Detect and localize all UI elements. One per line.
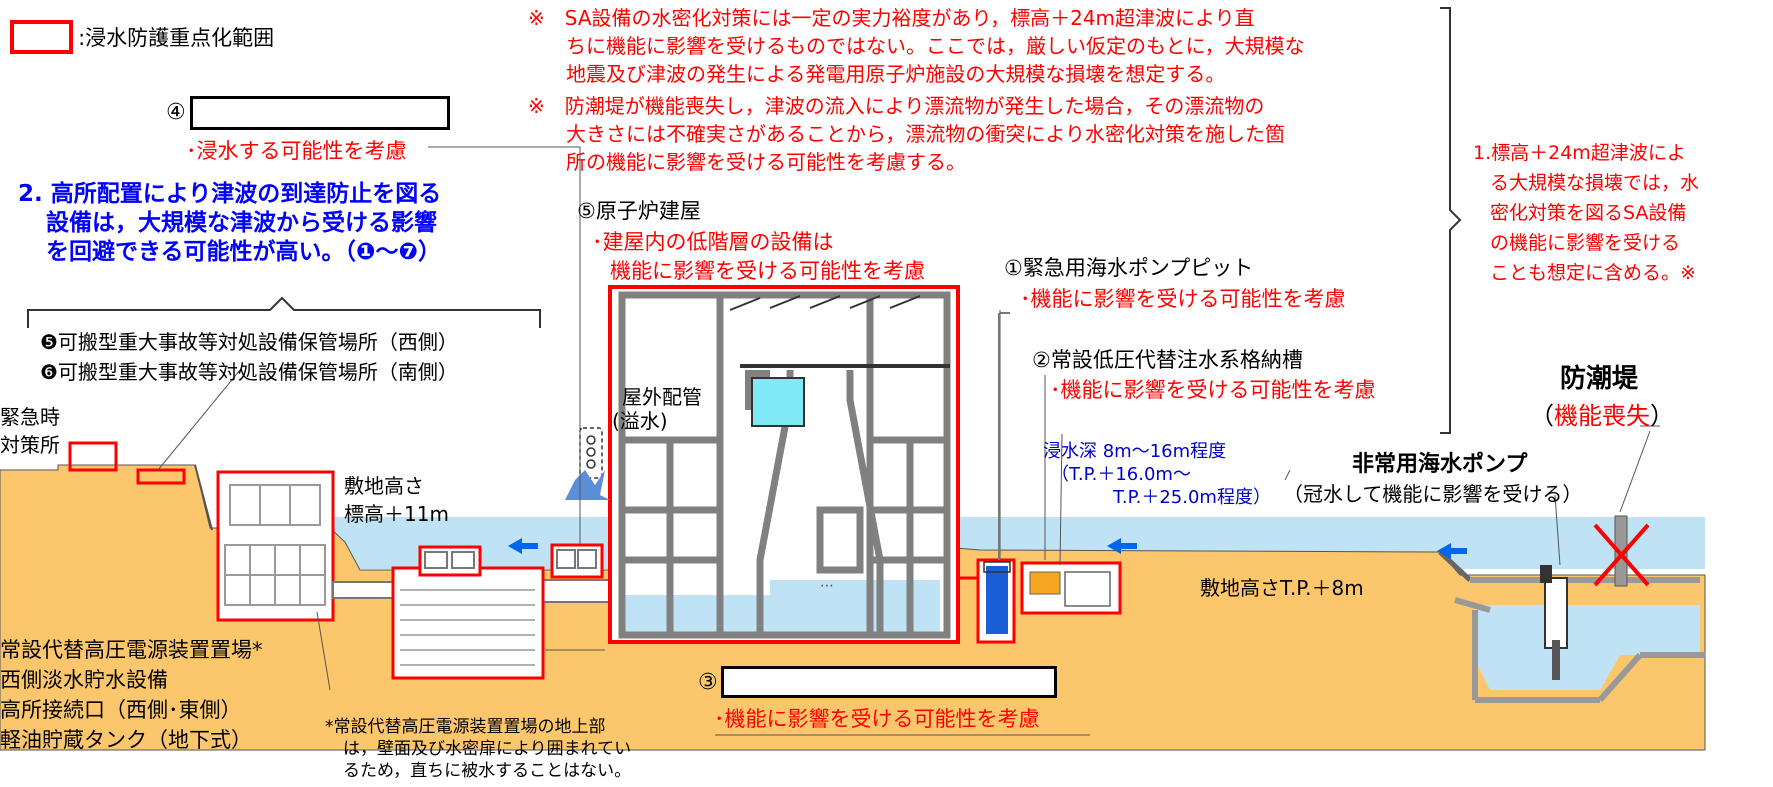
- sea-water-pump: [1544, 577, 1568, 649]
- pump-pit-consider: ･機能に影響を受ける可能性を考慮: [1020, 287, 1346, 311]
- emergency-pump-title: 非常用海水ポンプ: [1352, 452, 1528, 477]
- note-2-line: 大きさには不確実さがあることから，漂流物の衝突により水密化対策を施した箇: [566, 122, 1285, 146]
- right-note-line: 密化対策を図るSA設備: [1490, 202, 1687, 224]
- seawall-title: 防潮堤: [1560, 364, 1639, 394]
- emergency-line: 緊急時: [0, 405, 60, 429]
- bottom-left-line: 常設代替高圧電源装置置場*: [0, 638, 263, 662]
- site-height-left-line: 標高＋11m: [344, 502, 449, 526]
- bottom-left-list: 常設代替高圧電源装置置場* 西側淡水貯水設備 高所接続口（西側･東側） 軽油貯蔵…: [0, 635, 263, 755]
- site-height-left: 敷地高さ 標高＋11m: [344, 472, 449, 528]
- flood-depth-line: T.P.＋25.0m程度）: [1113, 487, 1271, 508]
- site-height-right: 敷地高さT.P.＋8m: [1200, 576, 1364, 600]
- flood-depth-line: （T.P.＋16.0m～: [1051, 464, 1191, 485]
- legend-swatch: [10, 20, 73, 54]
- footnote-line: は，壁面及び水密扉により囲まれてい: [343, 739, 632, 759]
- svg-text:⋯: ⋯: [820, 578, 834, 594]
- right-note-line: 1.標高＋24m超津波によ: [1473, 142, 1686, 164]
- item4-number: ④: [166, 100, 186, 125]
- outside-piping-box: [579, 427, 603, 479]
- item3-consider: ･機能に影響を受ける可能性を考慮: [714, 707, 1040, 731]
- storage-west: ❺可搬型重大事故等対処設備保管場所（西側）: [40, 330, 458, 354]
- legend: :浸水防護重点化範囲: [10, 20, 274, 54]
- seawall-close: ）: [1650, 402, 1674, 430]
- sea-pit: [1475, 605, 1700, 690]
- note-2-line: ※ 防潮堤が機能喪失し，津波の流入により漂流物が発生した場合，その漂流物の: [528, 94, 1265, 118]
- piping-label: 屋外配管 (溢水): [612, 385, 702, 433]
- note-1-line: 地震及び津波の発生による発電用原子炉施設の大規模な損壊を想定する。: [566, 62, 1226, 86]
- flow-arrow-icon: [1107, 538, 1137, 554]
- piping-line: (溢水): [612, 409, 668, 433]
- pump-pit-title: ①緊急用海水ポンプピット: [1004, 256, 1254, 280]
- point2-line: を回避できる可能性が高い。（❶～❼）: [46, 239, 441, 265]
- underground-tank: [391, 566, 545, 680]
- right-brace: [1440, 7, 1462, 434]
- item3-number: ③: [698, 670, 718, 695]
- bottom-left-line: 軽油貯蔵タンク（地下式）: [0, 728, 252, 752]
- seawall-status-text: 機能喪失: [1554, 402, 1650, 430]
- emergency-pump-sub: （冠水して機能に影響を受ける）: [1283, 482, 1583, 506]
- storage-list: ❺可搬型重大事故等対処設備保管場所（西側） ❻可搬型重大事故等対処設備保管場所（…: [40, 327, 458, 387]
- site-height-left-line: 敷地高さ: [344, 474, 424, 498]
- tank-title: ②常設低圧代替注水系格納槽: [1032, 348, 1303, 372]
- footnote: *常設代替高圧電源装置置場の地上部 は，壁面及び水密扉により囲まれてい るため，…: [325, 716, 631, 782]
- storage-west-box: [136, 468, 186, 485]
- item4-blank-box: [190, 96, 450, 130]
- right-note-line: の機能に影響を受ける: [1490, 232, 1681, 254]
- emergency-center-box: [68, 441, 118, 472]
- reactor-line1: ･建屋内の低階層の設備は: [592, 230, 834, 254]
- emergency-line: 対策所: [0, 433, 60, 457]
- item3-blank-box: [721, 666, 1057, 698]
- right-note-line: る大規模な損壊では，水: [1490, 172, 1700, 194]
- seawall-status: （機能喪失）: [1530, 396, 1674, 431]
- flood-depth: 浸水深 8m～16m程度 （T.P.＋16.0m～ T.P.＋25.0m程度）: [1043, 440, 1271, 509]
- note-1-line: ちに機能に影響を受けるものではない。ここでは，厳しい仮定のもとに，大規模な: [566, 34, 1305, 58]
- pipe-corridor: [332, 581, 394, 599]
- splash-icon: [565, 470, 610, 500]
- seawall-open: （: [1530, 402, 1554, 430]
- emergency-center-label: 緊急時 対策所: [0, 403, 60, 459]
- flow-arrow-icon: [1437, 543, 1467, 559]
- flow-arrow-icon: [508, 538, 538, 554]
- note-2: ※ 防潮堤が機能喪失し，津波の流入により漂流物が発生した場合，その漂流物の 大き…: [528, 92, 1285, 176]
- legend-label: :浸水防護重点化範囲: [78, 26, 275, 50]
- note-1: ※ SA設備の水密化対策には一定の実力裕度があり，標高＋24m超津波により直 ち…: [528, 4, 1305, 88]
- footnote-line: *常設代替高圧電源装置置場の地上部: [325, 717, 606, 737]
- right-note-line: ことも想定に含める。※: [1490, 262, 1696, 284]
- reactor-line2: 機能に影響を受ける可能性を考慮: [610, 259, 925, 283]
- reactor-title: ⑤原子炉建屋: [577, 199, 701, 223]
- right-note: 1.標高＋24m超津波によ る大規模な損壊では，水 密化対策を図るSA設備 の機…: [1473, 138, 1699, 288]
- note-2-line: 所の機能に影響を受ける可能性を考慮する。: [566, 150, 966, 174]
- point2-line: 設備は，大規模な津波から受ける影響: [46, 210, 437, 236]
- note-1-line: ※ SA設備の水密化対策には一定の実力裕度があり，標高＋24m超津波により直: [528, 6, 1255, 30]
- bottom-left-line: 西側淡水貯水設備: [0, 668, 168, 692]
- storage-south: ❻可搬型重大事故等対処設備保管場所（南側）: [40, 360, 458, 384]
- tank-consider: ･機能に影響を受ける可能性を考慮: [1050, 378, 1376, 402]
- footnote-line: るため，直ちに被水することはない。: [343, 761, 632, 781]
- bracket: [27, 296, 541, 328]
- flood-depth-line: 浸水深 8m～16m程度: [1043, 441, 1227, 462]
- piping-line: 屋外配管: [622, 385, 702, 409]
- point2-line: 2. 高所配置により津波の到達防止を図る: [18, 181, 442, 207]
- bottom-left-line: 高所接続口（西側･東側）: [0, 698, 242, 722]
- point2: 2. 高所配置により津波の到達防止を図る 設備は，大規模な津波から受ける影響 を…: [18, 180, 441, 267]
- item4-consider: ･浸水する可能性を考慮: [186, 139, 407, 163]
